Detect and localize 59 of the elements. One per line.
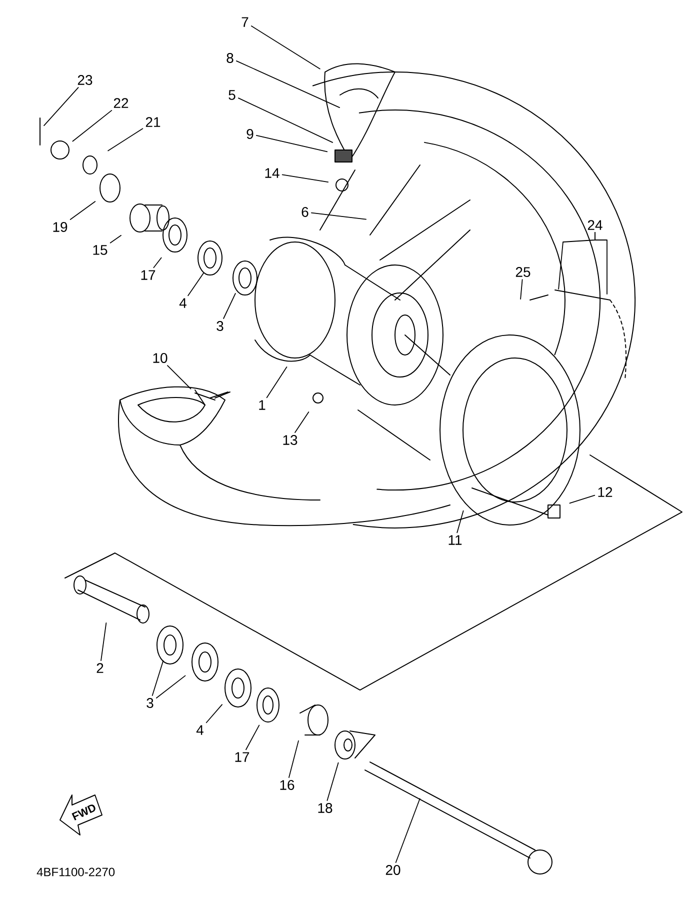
leader-line	[594, 232, 608, 294]
callout-number: 3	[146, 698, 154, 708]
leader-line	[236, 60, 340, 108]
leader-line	[188, 272, 204, 296]
leader-line	[311, 212, 366, 220]
callout-number: 15	[93, 245, 108, 255]
leader-line	[288, 740, 299, 778]
leader-line	[223, 292, 236, 319]
callout-number: 22	[114, 98, 128, 108]
callout-number: 9	[246, 129, 254, 139]
callout-number: 2	[96, 663, 104, 673]
leader-line	[282, 174, 329, 182]
callout-number: 11	[448, 535, 462, 545]
leader-line	[44, 87, 79, 126]
callout-number: 20	[386, 865, 400, 875]
callout-number: 25	[516, 267, 530, 277]
leader-line	[108, 128, 144, 152]
leader-line	[520, 279, 523, 300]
leader-line	[294, 412, 310, 433]
callout-number: 3	[216, 321, 224, 331]
callout-number: 7	[242, 17, 248, 27]
callout-number: 17	[235, 752, 250, 762]
part-code: 4BF1100-2270	[36, 868, 115, 876]
leader-line	[167, 365, 192, 390]
leader-line	[251, 26, 320, 70]
leader-line	[206, 704, 223, 724]
callout-number: 1	[259, 400, 266, 410]
leader-line	[326, 762, 339, 801]
leader-line	[156, 675, 186, 698]
callout-number: 23	[78, 75, 92, 85]
leader-line	[238, 98, 334, 143]
leader-line	[395, 798, 420, 863]
callout-number: 19	[53, 222, 68, 232]
leader-line	[100, 622, 107, 662]
leader-line	[70, 201, 96, 220]
callout-number: 4	[179, 298, 186, 308]
callout-number: 18	[318, 803, 332, 813]
callout-number: 13	[283, 435, 298, 445]
callout-number: 14	[265, 168, 280, 178]
callout-number: 10	[153, 353, 168, 363]
leader-line	[152, 660, 164, 696]
leader-line	[110, 234, 122, 244]
leader-line	[246, 724, 260, 750]
callout-number: 21	[146, 117, 160, 127]
callout-number: 4	[196, 725, 204, 735]
callout-number: 8	[226, 53, 234, 63]
callout-number: 24	[588, 220, 602, 230]
leader-line	[266, 366, 288, 398]
callout-number: 12	[598, 487, 612, 497]
direction-label: FWD	[72, 804, 96, 820]
callout-number: 16	[280, 780, 294, 790]
callout-number: 17	[141, 270, 156, 280]
leader-line	[153, 257, 162, 268]
leader-line	[456, 510, 464, 534]
callout-number: 5	[228, 90, 236, 100]
leader-line	[256, 135, 328, 152]
leader-line	[72, 110, 112, 142]
callout-number: 6	[302, 207, 308, 217]
leader-line	[569, 494, 596, 504]
